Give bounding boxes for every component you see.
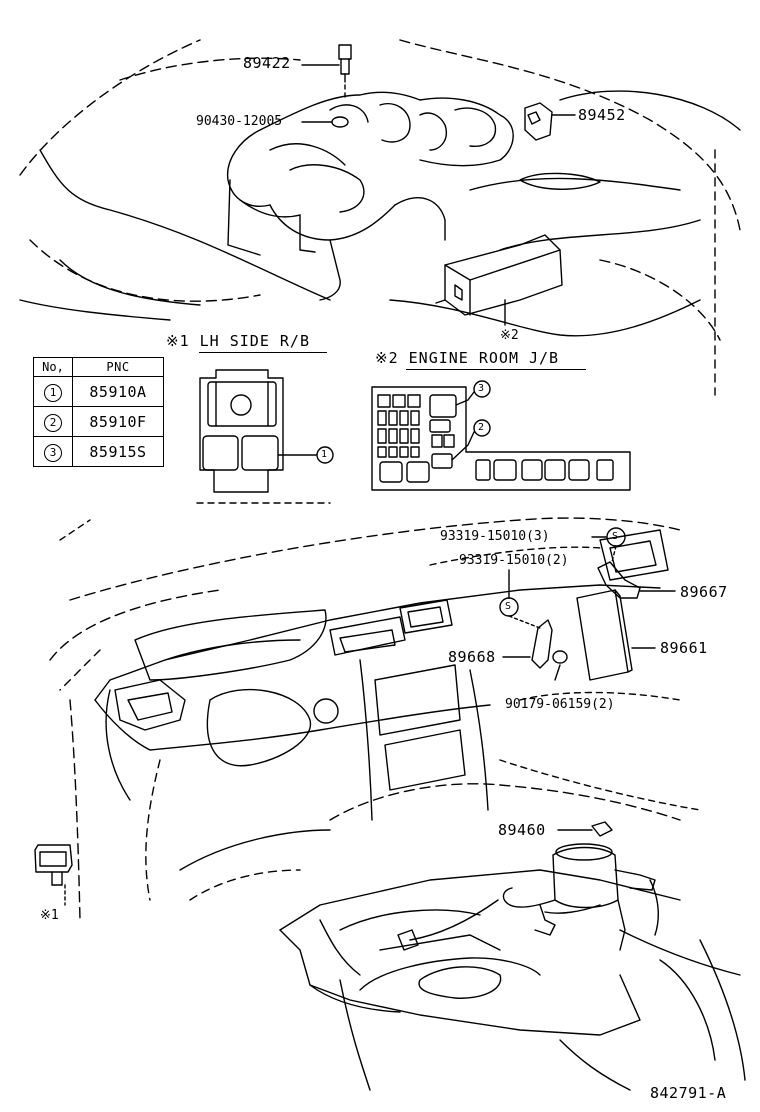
pnc-header-pnc: PNC <box>72 357 164 377</box>
note2-engine-room-jb-title: ※2 ENGINE ROOM J/B <box>375 349 560 367</box>
pnc-row-code: 85915S <box>72 436 164 467</box>
label-89460: 89460 <box>498 821 546 839</box>
engine-bay-outline <box>19 39 741 396</box>
ecu-89661 <box>576 589 656 681</box>
floor-outline <box>179 783 746 1091</box>
pnc-row-number: 2 <box>44 414 62 432</box>
note1-title-underline <box>199 352 327 353</box>
engine-room-jb-detail <box>371 380 631 491</box>
sensor-89422 <box>301 44 352 101</box>
label-93319-15010-3: 93319-15010(3) <box>440 529 550 544</box>
note2-title-underline <box>406 369 586 370</box>
pnc-table-header: No, PNC <box>33 357 164 377</box>
label-89668: 89668 <box>448 648 496 666</box>
canister-89460 <box>397 821 659 951</box>
callout-rb-1: 1 <box>321 449 328 460</box>
label-90430-12005: 90430-12005 <box>196 114 283 129</box>
gasket-90430 <box>301 116 349 128</box>
s-mark-b: S <box>505 601 512 612</box>
drawing-number: 842791-A <box>650 1084 727 1102</box>
pnc-table: No, PNC 1 85910A 2 85910F 3 85915S <box>33 357 164 467</box>
engine-block <box>226 91 514 301</box>
s-mark-a: S <box>612 531 619 542</box>
pnc-header-no: No, <box>33 357 73 377</box>
lh-side-rb-detail <box>196 369 334 504</box>
label-90179-06159-2: 90179-06159(2) <box>505 697 615 712</box>
pnc-row: 2 85910F <box>33 406 164 437</box>
pnc-row-number: 3 <box>44 444 62 462</box>
note1-lh-side-rb-title: ※1 LH SIDE R/B <box>166 332 310 350</box>
label-89422: 89422 <box>243 54 291 72</box>
sensor-89452 <box>524 102 576 141</box>
connector-note1 <box>34 844 73 906</box>
callout-jb-2: 2 <box>478 422 485 433</box>
label-89667: 89667 <box>680 583 728 601</box>
label-93319-15010-2: 93319-15010(2) <box>459 553 569 568</box>
pnc-row-code: 85910A <box>72 376 164 407</box>
nut-90179 <box>552 650 568 681</box>
pnc-row-number: 1 <box>44 384 62 402</box>
engine-room-jb-sketch <box>435 234 563 326</box>
note1-mark: ※1 <box>40 908 59 923</box>
bracket-89667 <box>597 545 676 599</box>
callout-jb-3: 3 <box>478 383 485 394</box>
label-89661: 89661 <box>660 639 708 657</box>
pnc-row: 1 85910A <box>33 376 164 407</box>
note2-mark: ※2 <box>500 328 519 343</box>
pnc-row-code: 85910F <box>72 406 164 437</box>
pnc-row: 3 85915S <box>33 436 164 467</box>
label-89452: 89452 <box>578 106 626 124</box>
bracket-89668 <box>502 615 553 669</box>
dashboard-outline <box>49 517 701 921</box>
